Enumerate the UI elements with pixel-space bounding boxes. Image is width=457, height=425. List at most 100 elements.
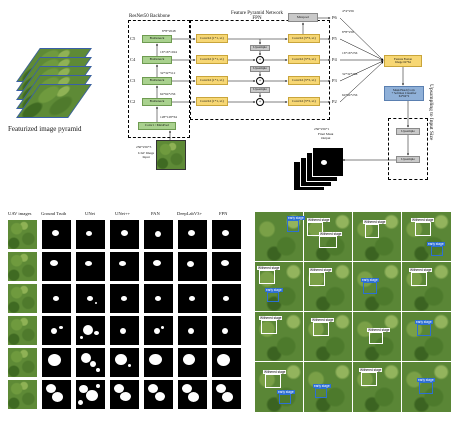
detection-box bbox=[267, 292, 279, 302]
detection-label-early: early stage bbox=[287, 216, 305, 220]
mask-thumbnail bbox=[110, 348, 139, 377]
uav-thumbnail bbox=[8, 284, 37, 313]
detection-label-early: early stage bbox=[415, 320, 433, 324]
detection-box bbox=[315, 388, 327, 398]
col-header-uav: UAV images bbox=[8, 211, 32, 216]
p2-label: P2 bbox=[332, 99, 337, 104]
head-line1: Mask Head (Conv bbox=[393, 88, 415, 92]
col-header-deeplab: DeepLabV3+ bbox=[177, 211, 203, 216]
detection-grid: early stage Withered stage Withered stag… bbox=[255, 212, 451, 412]
p3-label: P3 bbox=[332, 78, 337, 83]
detection-tile bbox=[353, 312, 401, 361]
mask-blob bbox=[321, 160, 327, 165]
mask-thumbnail bbox=[178, 252, 207, 281]
detection-label-withered: Withered stage bbox=[263, 370, 287, 374]
detection-label-withered: Withered stage bbox=[359, 368, 383, 372]
mask-thumbnail bbox=[76, 252, 105, 281]
lateral-conv-c2: Conv2d (1*1, s1) bbox=[196, 97, 228, 106]
detection-box bbox=[419, 382, 433, 394]
detection-box bbox=[265, 374, 281, 388]
mask-thumbnail bbox=[76, 348, 105, 377]
uav-thumbnail bbox=[8, 380, 37, 409]
mask-thumbnail bbox=[212, 348, 241, 377]
fusion-line2: Image 64*64 bbox=[395, 60, 411, 64]
p5-label: P5 bbox=[332, 36, 337, 41]
upsample-2: Upsample bbox=[250, 66, 270, 72]
smooth-conv-p2: Conv2d (3*3, s1) bbox=[288, 97, 320, 106]
p4-label: P4 bbox=[332, 57, 337, 62]
size-stem: 128*128*64 bbox=[160, 115, 177, 119]
stage-label-c3: C3 bbox=[130, 78, 136, 83]
final-mask-size: 256*256*1 bbox=[314, 127, 330, 131]
smooth-conv-p3: Conv2d (3*3, s1) bbox=[288, 76, 320, 85]
mask-thumbnail bbox=[76, 220, 105, 249]
bottleneck-c3: Bottleneck bbox=[142, 77, 172, 85]
mask-thumbnail bbox=[212, 316, 241, 345]
stage-label-c2: C2 bbox=[130, 99, 136, 104]
detection-box bbox=[259, 270, 275, 284]
detection-label-early: early stage bbox=[313, 384, 331, 388]
detection-box bbox=[319, 236, 337, 248]
diagram-connectors bbox=[156, 17, 409, 161]
mask-thumbnail bbox=[178, 380, 207, 409]
uav-thumbnail bbox=[8, 348, 37, 377]
detection-label-early: early stage bbox=[417, 378, 435, 382]
head-line2: + Softmax Classifier bbox=[391, 91, 417, 95]
mask-thumbnail bbox=[144, 284, 173, 313]
mask-thumbnail bbox=[212, 284, 241, 313]
size-c4: 16*16*1024 bbox=[160, 50, 177, 54]
uav-thumbnail bbox=[8, 220, 37, 249]
detection-box bbox=[261, 320, 277, 334]
mask-head-box: Mask Head (Conv + Softmax Classifier 64*… bbox=[384, 86, 424, 101]
col-header-pan: PAN bbox=[151, 211, 160, 216]
bottleneck-c5: Bottleneck bbox=[142, 35, 172, 43]
lateral-conv-c4: Conv2d (1*1, s1) bbox=[196, 55, 228, 64]
detection-label-withered: Withered stage bbox=[259, 316, 283, 320]
smooth-conv-p5: Conv2d (3*3, s1) bbox=[288, 34, 320, 43]
col-header-unet: UNet bbox=[85, 211, 95, 216]
comparison-grid: UAV images Ground Truth UNet UNet++ PAN … bbox=[8, 211, 244, 417]
detection-box bbox=[287, 220, 299, 232]
mask-thumbnail bbox=[110, 316, 139, 345]
mask-thumbnail bbox=[76, 380, 105, 409]
detection-label-withered: Withered stage bbox=[309, 268, 333, 272]
mask-thumbnail bbox=[42, 284, 71, 313]
detection-box bbox=[415, 222, 431, 236]
detection-label-early: early stage bbox=[277, 390, 295, 394]
mask-thumbnail bbox=[178, 316, 207, 345]
fpn-title-line2: FPN bbox=[252, 16, 262, 22]
detection-label-withered: Withered stage bbox=[411, 218, 435, 222]
detection-tile bbox=[353, 262, 401, 311]
maxpool-box: Maxpool bbox=[288, 13, 318, 22]
mask-thumbnail bbox=[144, 380, 173, 409]
detection-label-withered: Withered stage bbox=[307, 218, 331, 222]
col-header-fpn: FPN bbox=[219, 211, 228, 216]
detection-box bbox=[363, 282, 377, 294]
mask-thumbnail bbox=[42, 380, 71, 409]
uav-input-image bbox=[156, 140, 186, 170]
uav-thumbnail bbox=[8, 316, 37, 345]
detection-label-withered: Withered stage bbox=[409, 268, 433, 272]
detection-box bbox=[411, 272, 427, 286]
final-mask-front bbox=[312, 147, 344, 177]
size-c3: 32*32*512 bbox=[160, 71, 176, 75]
detection-label-withered: Withered stage bbox=[319, 232, 343, 236]
mask-thumbnail bbox=[178, 284, 207, 313]
detection-box bbox=[361, 372, 377, 386]
feature-fusion-box: Feature Fusion Image 64*64 bbox=[384, 55, 422, 67]
uav-label-line1: UAV Image bbox=[138, 151, 155, 155]
upsample-3: Upsample bbox=[250, 87, 270, 93]
col-header-ground-truth: Ground Truth bbox=[41, 211, 67, 216]
mask-thumbnail bbox=[144, 252, 173, 281]
mask-thumbnail bbox=[42, 316, 71, 345]
mask-thumbnail bbox=[42, 348, 71, 377]
mask-thumbnail bbox=[178, 220, 207, 249]
fpn-title-line1: Feature Pyramid Network bbox=[231, 11, 283, 16]
mask-thumbnail bbox=[144, 348, 173, 377]
mask-thumbnail bbox=[42, 252, 71, 281]
detection-box bbox=[417, 324, 431, 336]
mask-thumbnail bbox=[212, 380, 241, 409]
final-label-line2: Output bbox=[320, 136, 331, 141]
smooth-conv-p4: Conv2d (3*3, s1) bbox=[288, 55, 320, 64]
bottleneck-c4: Bottleneck bbox=[142, 56, 172, 64]
